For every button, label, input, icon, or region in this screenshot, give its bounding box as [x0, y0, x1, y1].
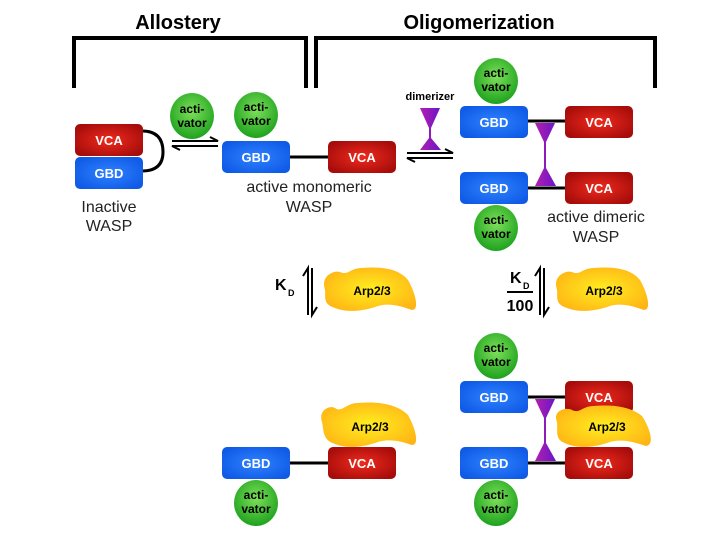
gbd-domain: [75, 157, 143, 189]
activator-label-line2: vator: [241, 114, 271, 128]
dimeric-label-line1: active dimeric: [547, 209, 645, 226]
binding-arrow: [534, 264, 541, 315]
activator-ball: [170, 93, 214, 139]
gbd-label: GBD: [95, 166, 124, 181]
vca-domain: [565, 381, 633, 413]
vca-domain: [328, 447, 396, 479]
kd-binding-dimeric: K D 100 Arp2/3: [507, 264, 649, 319]
activator-ball: [234, 92, 278, 138]
activator-label-line1: acti-: [484, 213, 509, 227]
arp23-label: Arp2/3: [351, 420, 389, 434]
activator-ball: [234, 480, 278, 526]
gbd-label: GBD: [480, 390, 509, 405]
gbd-label: GBD: [480, 181, 509, 196]
vca-label: VCA: [348, 150, 376, 165]
kd-divisor: 100: [507, 298, 534, 315]
arp23-label: Arp2/3: [585, 284, 623, 298]
gbd-domain: [460, 447, 528, 479]
kd-binding-monomeric: K D Arp2/3: [275, 264, 417, 319]
monomeric-wasp-arp23-complex: Arp2/3 GBD VCA acti- vator: [222, 402, 417, 526]
dimerizer-icon: [420, 108, 441, 150]
activator-label-line2: vator: [177, 116, 207, 130]
activator-ball: [474, 480, 518, 526]
activator-ball: [474, 205, 518, 251]
activator-label-line1: acti-: [484, 341, 509, 355]
equilibrium-arrow: [406, 148, 454, 163]
section-title-allostery: Allostery: [135, 12, 221, 34]
arp23-label: Arp2/3: [588, 420, 626, 434]
gbd-domain: [222, 447, 290, 479]
vca-label: VCA: [585, 390, 613, 405]
activator-label-line2: vator: [481, 355, 511, 369]
section-title-oligomerization: Oligomerization: [403, 12, 554, 34]
gbd-domain: [460, 106, 528, 138]
vca-domain: [328, 141, 396, 173]
monomeric-label-line2: WASP: [286, 199, 333, 216]
dimeric-wasp-arp23-complex: acti- vator GBD VCA Arp2/3 GBD VCA acti-…: [460, 333, 651, 526]
kd-subscript: D: [523, 281, 530, 291]
vca-label: VCA: [585, 456, 613, 471]
vca-domain: [565, 172, 633, 204]
vca-label: VCA: [95, 133, 123, 148]
dimerizer-free: dimerizer: [406, 91, 456, 150]
active-dimeric-wasp: acti- vator GBD VCA GBD VCA acti- vator …: [460, 58, 645, 251]
activator-label-line2: vator: [481, 80, 511, 94]
arp23-blob: [555, 405, 651, 447]
activator-label-line1: acti-: [484, 488, 509, 502]
vca-domain: [565, 106, 633, 138]
inactive-wasp: VCA GBD Inactive WASP: [75, 124, 165, 235]
activator-ball: [474, 333, 518, 379]
allostery-bracket: [72, 36, 308, 88]
gbd-domain: [460, 172, 528, 204]
activator-ball: [474, 58, 518, 104]
kd-label: K: [510, 270, 522, 287]
vca-domain: [565, 447, 633, 479]
binding-arrow: [311, 268, 318, 319]
oligomerization-bracket: [314, 36, 657, 88]
vca-label: VCA: [585, 115, 613, 130]
arp23-blob: [323, 267, 417, 311]
vca-domain: [75, 124, 143, 156]
dimerizer-label: dimerizer: [406, 91, 456, 103]
activator-label-line1: acti-: [244, 488, 269, 502]
gbd-label: GBD: [480, 456, 509, 471]
dimerizer-icon: [535, 123, 556, 186]
dimerizer-icon: [535, 399, 556, 461]
inactive-label-line1: Inactive: [81, 199, 136, 216]
activator-label-line2: vator: [241, 502, 271, 516]
arp23-blob: [555, 267, 649, 311]
monomeric-label-line1: active monomeric: [246, 179, 371, 196]
gbd-label: GBD: [242, 456, 271, 471]
kd-subscript: D: [288, 288, 295, 298]
activator-label-line2: vator: [481, 502, 511, 516]
dimeric-label-line2: WASP: [573, 229, 620, 246]
kd-label: K: [275, 277, 287, 294]
gbd-label: GBD: [480, 115, 509, 130]
active-monomeric-wasp: acti- vator GBD VCA active monomeric WAS…: [222, 92, 396, 216]
vca-label: VCA: [348, 456, 376, 471]
binding-arrow: [543, 268, 550, 319]
activator-label-line1: acti-: [180, 102, 205, 116]
gbd-domain: [222, 141, 290, 173]
vca-label: VCA: [585, 181, 613, 196]
activator-free: acti- vator: [170, 93, 214, 139]
inactive-label-line2: WASP: [86, 218, 133, 235]
activator-label-line1: acti-: [484, 66, 509, 80]
gbd-label: GBD: [242, 150, 271, 165]
gbd-domain: [460, 381, 528, 413]
activator-label-line1: acti-: [244, 100, 269, 114]
arp23-label: Arp2/3: [353, 284, 391, 298]
arp23-blob: [321, 402, 417, 447]
binding-arrow: [302, 264, 309, 315]
equilibrium-arrow: [171, 136, 219, 151]
activator-label-line2: vator: [481, 227, 511, 241]
linker: [141, 129, 165, 173]
